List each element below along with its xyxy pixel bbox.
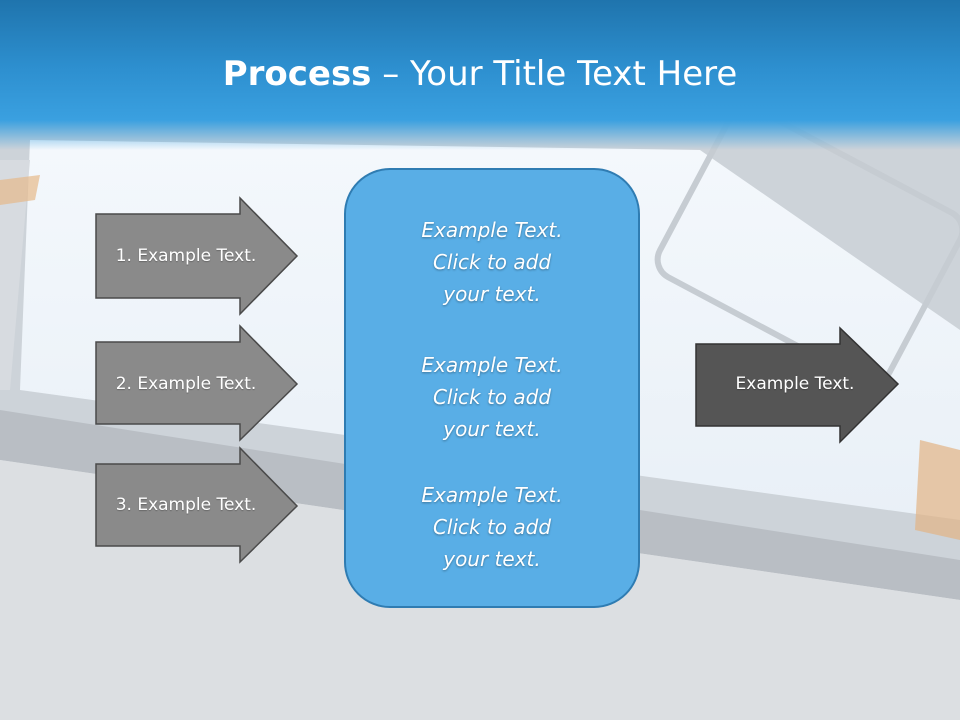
output-arrow: [695, 326, 900, 444]
process-text-block-1: Example Text. Click to add your text.: [346, 214, 638, 310]
title-rest: – Your Title Text Here: [371, 54, 738, 94]
process-text-block-3: Example Text. Click to add your text.: [346, 479, 638, 575]
input-label-2: 2. Example Text.: [115, 374, 257, 394]
process-text-line: your text.: [443, 282, 541, 306]
process-box: Example Text. Click to add your text. Ex…: [344, 168, 640, 608]
process-text-line: Click to add: [432, 385, 552, 409]
title-bold: Process: [222, 54, 372, 94]
process-text-line: your text.: [443, 417, 541, 441]
input-label-3: 3. Example Text.: [115, 495, 257, 515]
page-title: Process – Your Title Text Here: [0, 52, 960, 96]
process-text-line: Click to add: [432, 515, 552, 539]
process-text-line: Click to add: [432, 250, 552, 274]
input-label-1: 1. Example Text.: [115, 246, 257, 266]
title-bar: [0, 0, 960, 150]
process-text-line: your text.: [443, 547, 541, 571]
process-text-line: Example Text.: [421, 218, 563, 242]
process-text-block-2: Example Text. Click to add your text.: [346, 349, 638, 445]
process-text-line: Example Text.: [421, 353, 563, 377]
output-label: Example Text.: [735, 374, 855, 394]
process-text-line: Example Text.: [421, 483, 563, 507]
input-arrow-2: [95, 324, 299, 442]
input-arrow-1: [95, 196, 299, 316]
input-arrow-3: [95, 446, 299, 564]
